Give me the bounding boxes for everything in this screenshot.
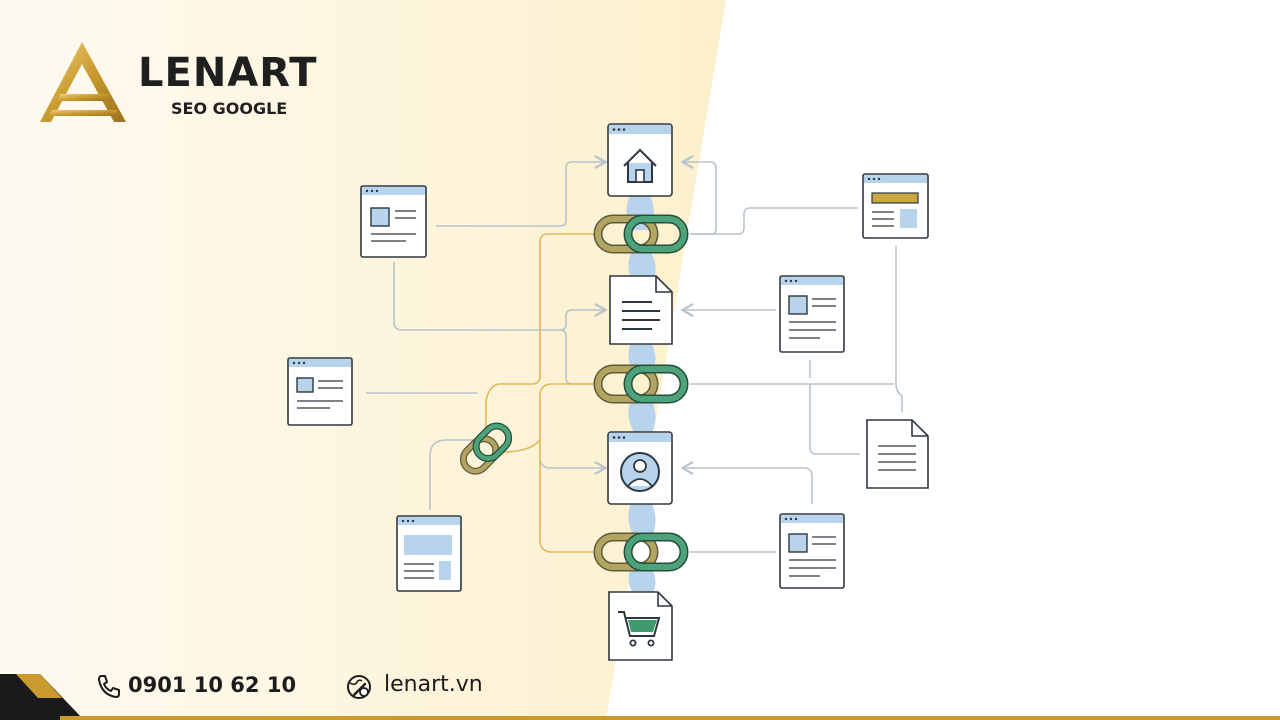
user-icon xyxy=(620,452,660,492)
chain-link-4 xyxy=(459,422,513,475)
contact-website[interactable]: lenart.vn xyxy=(384,672,483,697)
phone-icon xyxy=(98,675,120,698)
article-page-node xyxy=(609,275,673,345)
contact-phone[interactable]: 0901 10 62 10 xyxy=(128,673,297,697)
globe-link-icon xyxy=(347,675,371,699)
chain-spine xyxy=(626,195,656,595)
home-page-node xyxy=(607,123,673,197)
chain-link-3 xyxy=(593,532,689,572)
external-page-2 xyxy=(287,357,353,426)
chain-link-2 xyxy=(593,364,689,404)
footer-bar xyxy=(0,674,1280,720)
external-page-1 xyxy=(360,185,427,258)
external-page-7 xyxy=(779,513,845,589)
gold-connectors xyxy=(485,233,600,553)
external-page-4 xyxy=(862,173,929,239)
profile-page-node xyxy=(607,431,673,505)
chain-link-1 xyxy=(593,214,689,254)
shop-page-node xyxy=(608,591,673,661)
document-icon xyxy=(622,301,660,330)
brand-subtitle: SEO GOOGLE xyxy=(171,99,288,118)
shopping-cart-icon xyxy=(618,611,661,647)
lenart-logo-icon xyxy=(40,42,126,122)
connectors xyxy=(366,162,903,553)
home-icon xyxy=(623,148,657,183)
brand-logo: LENART SEO GOOGLE xyxy=(38,40,338,130)
external-page-5 xyxy=(779,275,845,353)
brand-name: LENART xyxy=(138,50,318,96)
external-page-3 xyxy=(396,515,462,592)
external-page-6 xyxy=(866,419,929,489)
